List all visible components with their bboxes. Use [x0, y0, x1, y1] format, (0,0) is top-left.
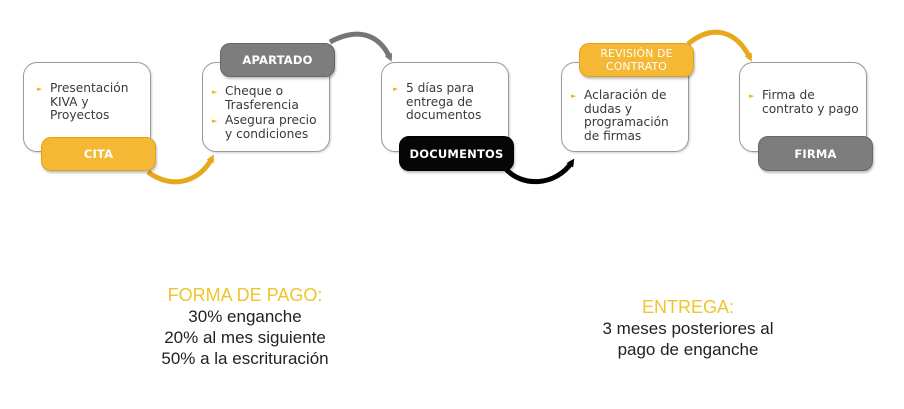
step-label-line: CONTRATO: [605, 60, 667, 73]
arrow-apartado-to-documentos: [328, 31, 393, 62]
payment-line: 30% enganche: [188, 307, 302, 326]
bullet-arrow-icon: ►: [393, 85, 399, 93]
step-bullet: ►5 días para entrega de documentos: [393, 81, 482, 122]
step-label-documentos: DOCUMENTOS: [399, 136, 514, 171]
step-bullet: ►Firma de contrato y pago: [749, 88, 859, 116]
step-label-revision: REVISIÓN DE CONTRATO: [579, 43, 694, 77]
step-label-line: REVISIÓN DE: [600, 47, 673, 60]
step-bullet: ►Asegura precio y condiciones: [212, 113, 317, 141]
delivery-heading: ENTREGA:: [641, 297, 734, 317]
bullet-arrow-icon: ►: [212, 88, 218, 96]
arrow-revision-to-firma: [686, 29, 753, 62]
arrow-documentos-to-revision: [503, 158, 575, 184]
arrow-cita-to-apartado: [146, 154, 215, 185]
bullet-arrow-icon: ►: [571, 92, 577, 100]
step-bullet: ►Cheque o Trasferencia: [212, 84, 299, 112]
step-card-apartado: ►Cheque o Trasferencia ►Asegura precio y…: [202, 62, 330, 152]
bullet-arrow-icon: ►: [749, 92, 755, 100]
delivery-line: pago de enganche: [617, 340, 759, 359]
step-label-apartado: APARTADO: [220, 43, 335, 77]
step-card-cita: ►Presentación KIVA y Proyectos: [23, 62, 151, 152]
step-label-cita: CITA: [41, 137, 156, 171]
bullet-arrow-icon: ►: [212, 117, 218, 125]
bullet-arrow-icon: ►: [37, 85, 43, 93]
step-label-firma: FIRMA: [758, 136, 873, 171]
payment-block: FORMA DE PAGO: 30% enganche 20% al mes s…: [126, 285, 364, 369]
step-card-revision: ►Aclaración de dudas y programación de f…: [561, 62, 689, 152]
delivery-block: ENTREGA: 3 meses posteriores al pago de …: [570, 297, 806, 360]
step-bullet: ►Aclaración de dudas y programación de f…: [571, 88, 669, 143]
payment-line: 50% a la escrituración: [161, 349, 329, 368]
delivery-line: 3 meses posteriores al: [602, 319, 774, 338]
payment-line: 20% al mes siguiente: [164, 328, 326, 347]
payment-heading: FORMA DE PAGO:: [167, 285, 323, 305]
step-bullet: ►Presentación KIVA y Proyectos: [37, 81, 129, 122]
